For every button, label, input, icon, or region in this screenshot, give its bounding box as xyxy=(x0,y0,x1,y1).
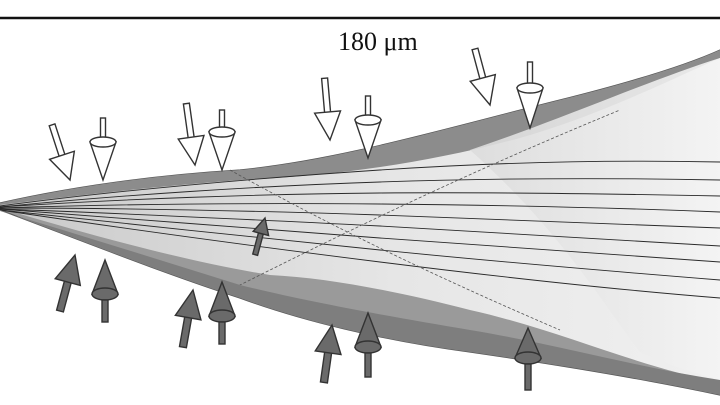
right-lobe xyxy=(470,58,720,380)
scale-bar-label: 180 μm xyxy=(338,27,418,56)
open-cone-arrow-icon xyxy=(516,61,544,131)
open-cone-arrow-icon xyxy=(208,109,236,173)
open-arrows xyxy=(48,47,544,183)
solid-flat-arrow-icon xyxy=(53,253,82,313)
open-cone-arrow-icon xyxy=(354,95,382,161)
solid-arrows xyxy=(53,216,543,391)
solid-cone-arrow-icon xyxy=(353,311,383,378)
solid-cone-arrow-icon xyxy=(513,326,543,391)
lower-surface xyxy=(0,210,720,395)
solid-flat-arrow-icon xyxy=(314,323,342,384)
solid-flat-arrow-icon xyxy=(174,288,202,349)
solid-flat-arrow-icon xyxy=(251,216,270,257)
open-flat-arrow-icon xyxy=(48,123,76,182)
open-flat-arrow-icon xyxy=(177,102,205,167)
open-flat-arrow-icon xyxy=(313,77,342,142)
open-flat-arrow-icon xyxy=(468,47,497,107)
solid-cone-arrow-icon xyxy=(207,280,237,345)
solid-cone-arrow-icon xyxy=(90,258,120,323)
cross-guides xyxy=(229,109,621,331)
open-cone-arrow-icon xyxy=(89,117,117,183)
